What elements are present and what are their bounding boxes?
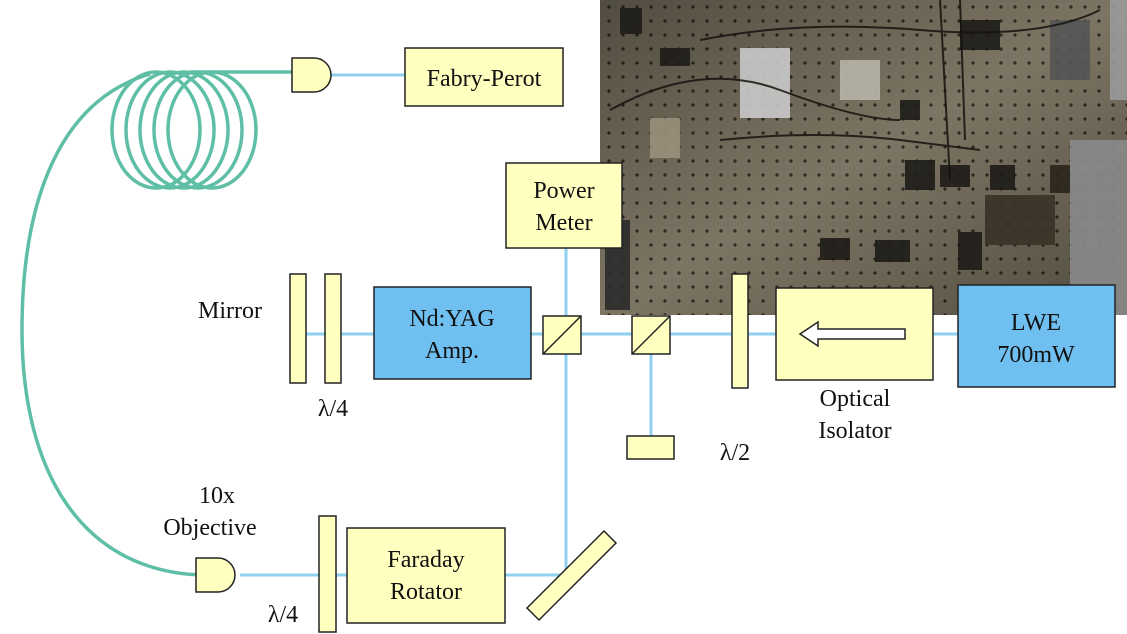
lwe-laser-box: LWE 700mW xyxy=(957,284,1116,388)
mirror-plate xyxy=(289,273,307,384)
turning-mirror xyxy=(525,529,618,622)
lab-photo-inset xyxy=(600,0,1127,315)
ndyag-label-2: Amp. xyxy=(425,338,479,364)
mirror-label: Mirror xyxy=(198,298,262,324)
objective-label-1: 10x xyxy=(199,483,235,509)
fabry-perot-label: Fabry-Perot xyxy=(427,66,542,92)
power-meter-label-1: Power xyxy=(533,178,594,204)
fabry-perot-box: Fabry-Perot xyxy=(404,47,564,107)
half-wave-label: λ/2 xyxy=(720,440,750,466)
quarter-wave-label-bottom: λ/4 xyxy=(268,602,298,628)
beam-splitter-cube-1 xyxy=(542,315,582,355)
beam-splitter-cube-2 xyxy=(631,315,671,355)
beam-dump xyxy=(626,435,675,460)
objective-label-2: Objective xyxy=(163,515,256,541)
lwe-label-1: LWE xyxy=(1011,310,1061,336)
quarter-wave-label-top: λ/4 xyxy=(318,396,348,422)
optical-fiber xyxy=(20,72,201,577)
faraday-label-2: Rotator xyxy=(390,579,462,605)
fiber-coupler-top xyxy=(291,57,332,93)
optical-isolator-label-2: Isolator xyxy=(818,418,891,444)
ndyag-label-1: Nd:YAG xyxy=(409,306,494,332)
optical-isolator-box xyxy=(775,287,934,381)
faraday-label-1: Faraday xyxy=(387,547,464,573)
power-meter-label-2: Meter xyxy=(535,210,592,236)
quarter-wave-plate-top xyxy=(324,273,342,384)
lwe-label-2: 700mW xyxy=(997,342,1075,368)
ndyag-amplifier-box: Nd:YAG Amp. xyxy=(373,286,532,380)
power-meter-box: Power Meter xyxy=(505,162,623,249)
quarter-wave-plate-bottom xyxy=(318,515,337,633)
isolator-arrow-icon xyxy=(798,320,906,348)
half-wave-plate xyxy=(731,273,749,389)
faraday-rotator-box: Faraday Rotator xyxy=(346,527,506,624)
objective-coupler xyxy=(195,557,236,593)
fiber-coil xyxy=(110,70,298,190)
optical-isolator-label-1: Optical xyxy=(820,386,891,412)
